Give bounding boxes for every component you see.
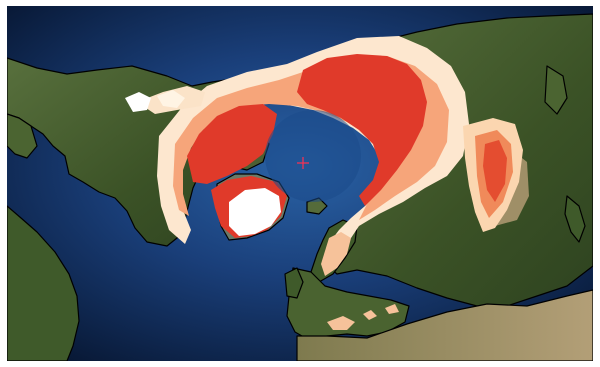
map-svg bbox=[7, 6, 593, 361]
overlay-high-canada bbox=[187, 104, 277, 184]
land-desert-belt bbox=[296, 289, 593, 361]
overlay-greenland-ice bbox=[229, 188, 281, 236]
data-overlay bbox=[125, 36, 523, 330]
arctic-ocean-center bbox=[265, 110, 361, 202]
land-central-america bbox=[7, 205, 80, 361]
overlay-scandinavia bbox=[321, 232, 351, 276]
overlay-high-asia-strip bbox=[483, 140, 507, 202]
overlay-high-eurasia bbox=[297, 54, 427, 206]
overlay-europe-specks bbox=[327, 304, 399, 330]
land-japan bbox=[564, 195, 586, 243]
land-uk bbox=[284, 267, 304, 299]
map-canvas[interactable] bbox=[7, 6, 593, 361]
land-alaska bbox=[7, 113, 38, 159]
overlay-white-patch-na2 bbox=[157, 90, 185, 108]
overlay-white-patch-na bbox=[125, 92, 151, 112]
land-kamchatka bbox=[544, 65, 568, 115]
crosshair-icon bbox=[297, 157, 309, 169]
